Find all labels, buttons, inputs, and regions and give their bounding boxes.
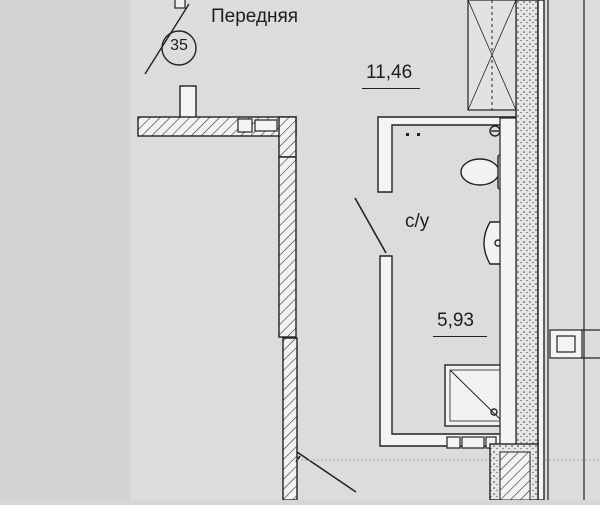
room-area-bathroom: 5,93 [437, 310, 474, 331]
wall-far-right [547, 0, 600, 500]
area-underline [362, 88, 420, 89]
room-name-hall: Передняя [211, 6, 299, 27]
wall-left [278, 156, 298, 501]
wall-markers [406, 133, 420, 136]
area-underline [433, 336, 487, 337]
wall-right [489, 0, 545, 501]
axis-marker-label: 35 [170, 37, 188, 54]
room-area-hall: 11,46 [366, 62, 413, 83]
entrance-door [295, 451, 357, 493]
bathroom-door [354, 197, 387, 254]
bathroom-outlets [446, 436, 497, 449]
wall-top-left [137, 85, 297, 158]
axis-marker [144, 0, 197, 75]
outside-area [0, 0, 130, 500]
room-name-bathroom: с/у [405, 211, 430, 232]
shower-fixture [444, 364, 508, 427]
ventilation-shaft [467, 0, 517, 111]
